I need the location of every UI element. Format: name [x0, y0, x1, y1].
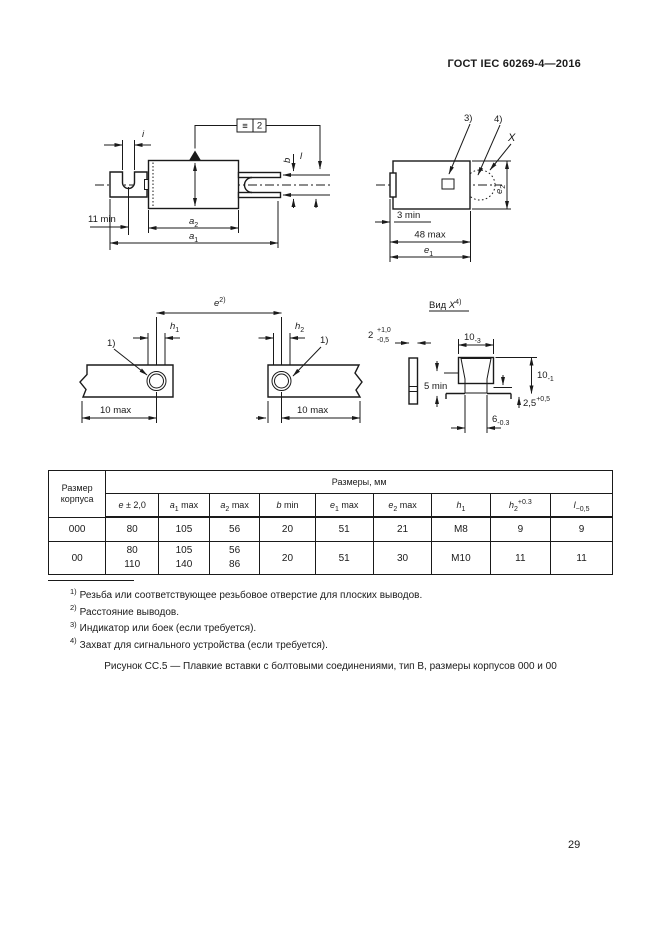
signal-grip-circle — [464, 169, 496, 201]
col-header-h1: h1 — [431, 493, 491, 518]
col-header-a1: a1 max — [158, 493, 210, 518]
dim-2-sub: -0,5 — [377, 337, 389, 344]
cell: 20 — [259, 541, 316, 575]
footnote-separator — [48, 580, 134, 581]
dim-2-sup: +1,0 — [377, 327, 391, 334]
cell: 105 — [158, 516, 210, 542]
symmetry-symbol: ≡ — [242, 121, 248, 132]
mount-surface — [445, 392, 512, 399]
cell: 51 — [314, 541, 374, 575]
figure-view-x: Вид X4) 2 +1,0 -0,5 10-3 — [368, 299, 554, 433]
dim-e-label: e2) — [214, 297, 226, 309]
cell: 11 — [550, 541, 613, 575]
col-header-l: l−0,5 — [550, 493, 613, 518]
cell: 9 — [489, 516, 552, 542]
dim-a1-label: a1 — [189, 231, 198, 244]
view-x-title: Вид X4) — [429, 299, 461, 311]
dim-i-label: i — [142, 129, 145, 140]
technical-drawings: ≡ 2 i 11 min a2 a1 b — [79, 113, 554, 433]
figure-caption: Рисунок СС.5 — Плавкие вставки с болтовы… — [104, 661, 557, 672]
cell: 11 — [489, 541, 552, 575]
cell: 56 86 — [208, 541, 261, 575]
page-header: ГОСТ IEC 60269-4—2016 — [447, 58, 581, 70]
fuse-body — [147, 159, 240, 210]
indicator — [441, 178, 455, 190]
dim-h2-label: h2 — [295, 321, 304, 334]
cell-size: 000 — [47, 516, 107, 542]
col-header-e: e ± 2,0 — [105, 493, 160, 518]
cell: 56 — [208, 516, 261, 542]
left-terminal — [109, 171, 148, 198]
cell: 105 140 — [158, 541, 210, 575]
dim-a2-label: a2 — [189, 216, 198, 229]
col-header-a2: a2 max — [208, 493, 261, 518]
right-hole-inner — [274, 373, 289, 389]
dim-2-label: 2 — [368, 330, 373, 341]
datum-triangle — [189, 150, 201, 161]
col-header-e2: e2 max — [372, 493, 433, 518]
tolerance-value: 2 — [257, 121, 262, 132]
blade-end — [389, 172, 397, 198]
footnote-1: 1)Резьба или соответствующее резьбовое о… — [70, 586, 423, 601]
dim-h1-label: h1 — [170, 321, 179, 334]
leader-right — [266, 125, 322, 170]
tab-side-view — [408, 357, 419, 405]
cell: М8 — [431, 516, 491, 542]
dim-48max-label: 48 max — [414, 230, 445, 241]
cell: 51 — [314, 516, 374, 542]
left-hole-inner — [149, 373, 164, 389]
col-header-b: b min — [259, 493, 316, 518]
col-group-header: Размеры, мм — [105, 470, 613, 494]
footnotes: 1)Резьба или соответствующее резьбовое о… — [48, 580, 593, 654]
grip-housing — [457, 356, 495, 385]
dim-e2-label: e2 — [494, 185, 507, 194]
cell-size: 00 — [47, 541, 107, 575]
cell: 80 110 — [105, 541, 160, 575]
blade-prong-bottom — [237, 191, 282, 199]
dim-10w-label: 10-3 — [464, 332, 481, 345]
footnote-3: 3)Индикатор или боек (если требуется). — [70, 619, 257, 634]
dim-10max-left-label: 10 max — [100, 405, 131, 416]
note3-label: 3) — [464, 113, 472, 124]
cell: 20 — [259, 516, 316, 542]
left-tab — [79, 364, 174, 398]
view-x-label: X — [507, 132, 516, 144]
fuse-body — [392, 160, 471, 210]
leader-left — [194, 125, 237, 149]
cell: 9 — [550, 516, 613, 542]
dim-l-label: l — [300, 151, 303, 162]
note4-label: 4) — [494, 114, 502, 125]
fork-bend — [243, 176, 253, 194]
note1-right-label: 1) — [320, 335, 328, 346]
dim-e1-label: e1 — [424, 245, 433, 258]
cell: 21 — [372, 516, 433, 542]
dim-6-label: 6-0.3 — [492, 414, 509, 427]
footnote-2: 2)Расстояние выводов. — [70, 603, 179, 618]
cell: М10 — [431, 541, 491, 575]
dim-10h-label: 10-1 — [537, 370, 554, 383]
col-header-h2: h2+0.3 — [489, 493, 552, 518]
col-header-e1: e1 max — [314, 493, 374, 518]
figure-indicator-view: 3) 4) X e2 3 min 48 max e1 — [375, 113, 516, 262]
dim-3min-label: 3 min — [397, 210, 420, 221]
blade-prong-top — [237, 171, 282, 179]
footnote-4: 4)Захват для сигнального устройства (есл… — [70, 636, 328, 651]
page-number: 29 — [568, 839, 581, 851]
cell: 80 — [105, 516, 160, 542]
dim-25-label: 2,5+0,5 — [523, 396, 550, 409]
table-row-000: 000 80 105 56 20 51 21 М8 9 9 — [47, 516, 613, 542]
note1-left-label: 1) — [107, 338, 115, 349]
cell: 30 — [372, 541, 433, 575]
dim-10max-right-label: 10 max — [297, 405, 328, 416]
right-tab — [267, 364, 363, 398]
dim-11min-label: 11 min — [88, 214, 116, 225]
dim-b-label: b — [282, 158, 293, 163]
dim-5min-label: 5 min — [424, 381, 447, 392]
table-row-00: 00 80 110 105 140 56 86 20 51 30 М10 11 … — [47, 541, 613, 575]
figure-terminal-tabs: e2) h1 h2 1) 1) — [79, 297, 363, 423]
figure-side-view: ≡ 2 i 11 min a2 a1 b — [88, 118, 332, 250]
